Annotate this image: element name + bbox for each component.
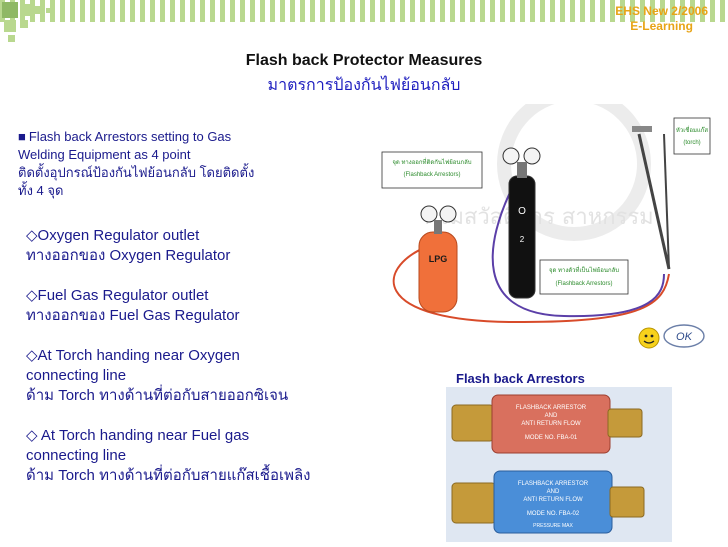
point-torch-oxygen: ◇At Torch handing near Oxygen connecting… <box>26 347 289 404</box>
page-title-thai: มาตรการป้องกันไฟย้อนกลับ <box>267 77 461 94</box>
intro-line-2: Welding Equipment as 4 point <box>18 147 191 162</box>
arrestors-caption: Flash back Arrestors <box>456 371 585 386</box>
smiley-icon <box>638 327 660 349</box>
course-header: EHS New 2/2006 E-Learning <box>615 4 708 34</box>
label-torch-1: หัวเชื่อมแก๊ส <box>676 126 709 134</box>
arrestor-2-model: MODE NO. FBA-02 <box>527 511 580 517</box>
o2-label: O <box>518 206 526 217</box>
label-arrestor-2: (Flashback Arrestors) <box>555 281 612 287</box>
label-torch-2: (torch) <box>683 140 700 146</box>
ok-button[interactable]: OK <box>637 322 707 352</box>
arrestor-1-model: MODE NO. FBA-01 <box>525 435 578 441</box>
lpg-label: LPG <box>429 254 448 264</box>
diagram-watermark: กรมสวัสดิการ สาหกรรม <box>424 205 653 230</box>
logo-squares <box>0 0 70 48</box>
intro-text: ■Flash back Arrestors setting to Gas Wel… <box>18 128 348 200</box>
arrestor-1-line-2: AND <box>545 413 558 419</box>
label-arrestor-1: จุด ทางตัวที่เป็นไฟย้อนกลับ <box>549 265 619 274</box>
arrestor-2-pressure: PRESSURE MAX <box>533 523 573 529</box>
page-title: Flash back Protector Measures <box>245 52 483 69</box>
welding-setup-diagram: กรมสวัสดิการ สาหกรรม จุด ทางออกที่ติดกัน… <box>364 87 714 328</box>
arrestor-2-line-3: ANTI RETURN FLOW <box>523 497 583 503</box>
install-points: ◇Oxygen Regulator outlet ทางออกของ Oxyge… <box>26 226 396 506</box>
point-torch-fuel: ◇ At Torch handing near Fuel gas connect… <box>26 427 311 484</box>
header-stripe <box>0 0 728 22</box>
ok-label: OK <box>676 331 693 343</box>
arrestor-2-line-2: AND <box>547 489 560 495</box>
intro-line-4: ทั้ง 4 จุด <box>18 183 64 198</box>
label-regulator-1: จุด ทางออกที่ติดกันไฟย้อนกลับ <box>392 158 471 166</box>
arrestor-1-line-3: ANTI RETURN FLOW <box>521 421 581 427</box>
intro-line-1: Flash back Arrestors setting to Gas <box>28 129 232 144</box>
course-type: E-Learning <box>630 19 693 33</box>
arrestor-1-line-1: FLASHBACK ARRESTOR <box>516 405 587 411</box>
course-code: EHS New 2/2006 <box>615 4 708 18</box>
point-fuel-regulator: ◇Fuel Gas Regulator outlet ทางออกของ Fue… <box>26 287 240 324</box>
arrestor-2-line-1: FLASHBACK ARRESTOR <box>518 481 589 487</box>
o2-subscript: 2 <box>520 235 525 244</box>
bullet-icon: ■ <box>18 129 26 144</box>
intro-line-3: ติดตั้งอุปกรณ์ป้องกันไฟย้อนกลับ โดยติดตั… <box>18 165 255 180</box>
point-oxygen-regulator: ◇Oxygen Regulator outlet ทางออกของ Oxyge… <box>26 227 231 264</box>
arrestors-photo: FLASHBACK ARRESTOR AND ANTI RETURN FLOW … <box>446 387 672 542</box>
label-regulator-2: (Flashback Arrestors) <box>403 172 460 178</box>
